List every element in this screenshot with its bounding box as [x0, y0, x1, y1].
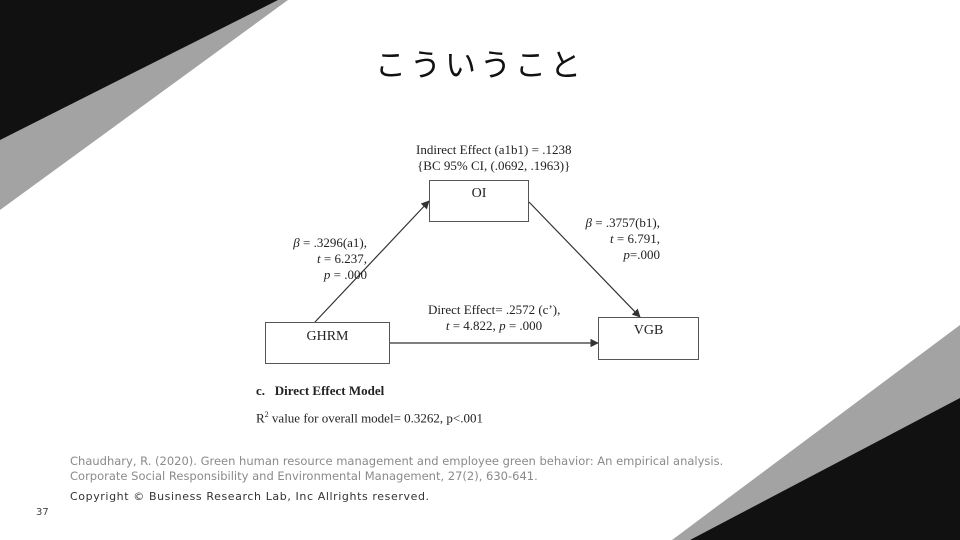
t-symbol: t	[317, 251, 321, 266]
t-symbol: t	[610, 231, 614, 246]
indirect-effect-line1: Indirect Effect (a1b1) = .1238	[416, 142, 572, 157]
page-number: 37	[36, 507, 49, 518]
t-symbol: t	[445, 318, 450, 333]
beta-symbol: β	[293, 235, 300, 250]
r-squared-note: R2 value for overall model= 0.3262, p<.0…	[256, 410, 483, 426]
path-a1-p: = .000	[330, 267, 367, 282]
path-a1-beta: = .3296(a1),	[299, 235, 367, 250]
p-symbol: p	[499, 318, 506, 333]
direct-effect-p: = .000	[505, 318, 543, 333]
direct-effect-line1: Direct Effect= .2572 (c’),	[428, 302, 561, 317]
node-ghrm: GHRM	[265, 322, 390, 364]
indirect-effect-line2: {BC 95% CI, (.0692, .1963)}	[417, 158, 571, 173]
path-a1-label: β = .3296(a1), t = 6.237, p = .000	[287, 235, 367, 283]
node-vgb-label: VGB	[633, 323, 664, 338]
r2-superscript: 2	[264, 410, 269, 419]
node-vgb: VGB	[598, 317, 699, 360]
slide-title: こういうこと	[375, 48, 585, 84]
r2-prefix: R	[256, 410, 265, 426]
p-symbol: p	[623, 247, 630, 262]
path-b1-beta: = .3757(b1),	[592, 215, 660, 230]
top-left-black-triangle	[0, 0, 278, 140]
r2-text: value for overall model= 0.3262, p<.001	[268, 410, 483, 426]
arrow-oi-to-vgb	[528, 201, 641, 318]
path-b1-t: = 6.791,	[613, 231, 660, 246]
model-caption: c. Direct Effect Model	[256, 383, 385, 398]
arrow-ghrm-to-oi	[314, 200, 430, 323]
node-oi-label: OI	[471, 186, 487, 201]
copyright: Copyright © Business Research Lab, Inc A…	[70, 490, 430, 503]
path-b1-p: =.000	[629, 247, 660, 262]
direct-effect-t: = 4.822,	[449, 318, 500, 333]
path-b1-label: β = .3757(b1), t = 6.791, p=.000	[584, 215, 660, 263]
citation: Chaudhary, R. (2020). Green human resour…	[70, 454, 724, 483]
p-symbol: p	[323, 267, 331, 282]
beta-symbol: β	[585, 215, 592, 230]
path-a1-t: = 6.237,	[320, 251, 367, 266]
node-ghrm-label: GHRM	[306, 329, 349, 344]
direct-effect-label: Direct Effect= .2572 (c’), t = 4.822, p …	[428, 302, 560, 334]
indirect-effect-label: Indirect Effect (a1b1) = .1238 {BC 95% C…	[416, 142, 571, 174]
bottom-right-black-triangle	[690, 398, 960, 540]
node-oi: OI	[429, 180, 529, 222]
